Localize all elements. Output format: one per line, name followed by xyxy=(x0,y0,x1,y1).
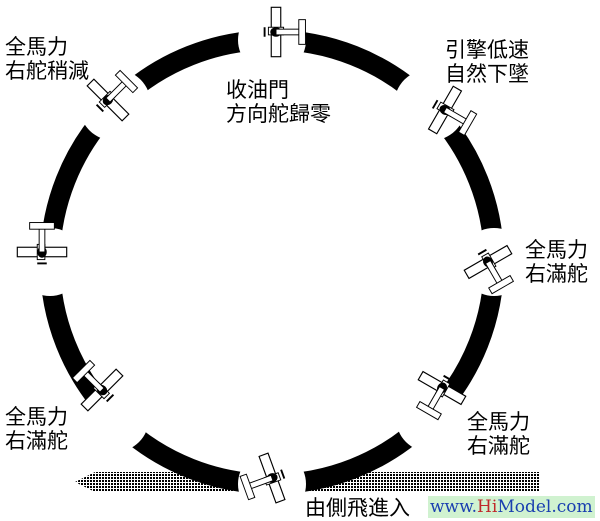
label-top-right: 引擎低速自然下墜 xyxy=(445,38,529,86)
label-top-center: 收油門方向舵歸零 xyxy=(226,78,331,126)
label-bottom-left: 全馬力右滿舵 xyxy=(5,405,68,453)
label-top-left: 全馬力右舵稍減 xyxy=(5,35,89,83)
label-bottom-right: 全馬力右滿舵 xyxy=(467,410,530,458)
watermark: www.HiModel.com xyxy=(428,496,595,518)
label-entry: 由側飛進入 xyxy=(305,496,410,520)
label-right: 全馬力右滿舵 xyxy=(525,238,588,286)
